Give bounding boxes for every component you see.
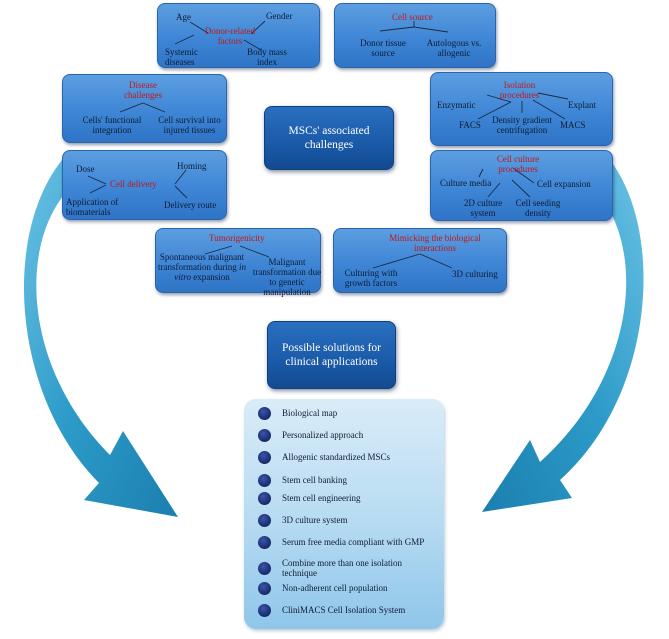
solution-label: Stem cell banking xyxy=(282,475,347,485)
cell-culture-title: Cell culture procedures xyxy=(496,154,540,174)
mimicking-3d-culturing: 3D culturing xyxy=(452,269,498,279)
solution-label: Stem cell engineering xyxy=(282,493,361,503)
mimicking-title: Mimicking the biological interactions xyxy=(389,233,481,253)
isolation-density-gradient: Density gradient centrifugation xyxy=(492,115,552,135)
bullet-icon xyxy=(258,428,271,442)
culture-media: Culture media xyxy=(440,178,492,188)
bullet-icon xyxy=(258,603,271,617)
donor-gender: Gender xyxy=(266,11,293,21)
solution-label: Allogenic standardized MSCs xyxy=(282,452,390,462)
donor-factors-box xyxy=(157,3,320,68)
disease-cell-survival: Cell survival into injured tissues xyxy=(158,115,221,135)
isolation-explant: Explant xyxy=(568,100,596,110)
mimicking-growth-factors: Culturing with growth factors xyxy=(344,268,398,288)
bullet-icon xyxy=(258,535,271,549)
disease-functional-integration: Cells' functional integration xyxy=(82,115,142,135)
bullet-icon xyxy=(258,406,271,420)
donor-systemic-diseases: Systemic diseases xyxy=(165,47,198,67)
solution-item: Combine more than one isolation techniqu… xyxy=(258,557,412,579)
cell-delivery-box xyxy=(62,150,227,220)
solution-label: Serum free media compliant with GMP xyxy=(282,537,425,547)
tumorigenicity-box xyxy=(155,228,321,293)
solutions-panel xyxy=(244,399,444,629)
isolation-enzymatic: Enzymatic xyxy=(437,100,476,110)
isolation-title: Isolation procedures xyxy=(499,80,540,100)
solution-item: Allogenic standardized MSCs xyxy=(258,450,390,464)
cell-delivery-title: Cell delivery xyxy=(110,179,157,189)
solution-item: Personalized approach xyxy=(258,428,363,442)
solution-label: 3D culture system xyxy=(282,515,348,525)
right-curved-arrow xyxy=(482,160,644,512)
solution-label: Biological map xyxy=(282,408,338,418)
center-challenges-box: MSCs' associated challenges xyxy=(264,106,394,170)
bullet-icon xyxy=(258,450,271,464)
solution-item: Stem cell engineering xyxy=(258,491,360,505)
disease-challenges-title: Disease challenges xyxy=(124,80,162,100)
mimicking-box xyxy=(333,228,507,293)
solutions-header-label: Possible solutions for clinical applicat… xyxy=(281,342,382,368)
cell-source-title: Cell source xyxy=(392,12,433,22)
bullet-icon xyxy=(258,491,271,505)
culture-cell-expansion: Cell expansion xyxy=(537,179,591,189)
bullet-icon xyxy=(258,561,271,575)
solution-item: CliniMACS Cell Isolation System xyxy=(258,603,405,617)
solutions-header-box: Possible solutions for clinical applicat… xyxy=(267,321,396,389)
donor-age: Age xyxy=(176,12,191,22)
tumor-spontaneous: Spontaneous malignant transformation dur… xyxy=(158,252,246,282)
center-challenges-label: MSCs' associated challenges xyxy=(288,125,370,151)
donor-factors-title: Donor-related factors xyxy=(204,26,256,46)
solution-label: Personalized approach xyxy=(282,430,364,440)
bullet-icon xyxy=(258,513,271,527)
isolation-facs: FACS xyxy=(459,120,481,130)
delivery-biomaterials: Application of biomaterials xyxy=(66,197,119,217)
donor-body-mass-index: Body mass index xyxy=(247,47,287,67)
delivery-dose: Dose xyxy=(76,164,95,174)
delivery-route: Delivery route xyxy=(164,200,217,210)
tumorigenicity-title: Tumorigenicity xyxy=(209,233,265,243)
solution-label: Combine more than one isolation techniqu… xyxy=(282,558,402,578)
tumor-genetic-manipulation: Malignant transformation due to genetic … xyxy=(252,257,322,297)
solution-item: Serum free media compliant with GMP xyxy=(258,535,424,549)
delivery-homing: Homing xyxy=(177,161,207,171)
isolation-macs: MACS xyxy=(560,120,586,130)
solution-label: CliniMACS Cell Isolation System xyxy=(282,605,406,615)
left-curved-arrow xyxy=(23,160,178,517)
culture-2d-system: 2D culture system xyxy=(463,198,503,218)
in-vitro-italic: in vitro xyxy=(174,262,246,282)
disease-challenges-box xyxy=(62,74,227,143)
solution-label: Non-adherent cell population xyxy=(282,583,388,593)
isolation-procedures-box xyxy=(430,72,613,146)
solution-item: 3D culture system xyxy=(258,513,348,527)
cell-culture-box xyxy=(430,150,613,221)
solution-item: Biological map xyxy=(258,406,337,420)
cell-source-donor-tissue: Donor tissue source xyxy=(360,38,406,58)
bullet-icon xyxy=(258,581,271,595)
culture-seeding-density: Cell seeding density xyxy=(515,198,561,218)
solution-item: Non-adherent cell population xyxy=(258,581,387,595)
solution-item: Stem cell banking xyxy=(258,473,347,487)
cell-source-autologous: Autologous vs. allogenic xyxy=(426,38,482,58)
cell-source-box xyxy=(334,3,496,68)
bullet-icon xyxy=(258,473,271,487)
